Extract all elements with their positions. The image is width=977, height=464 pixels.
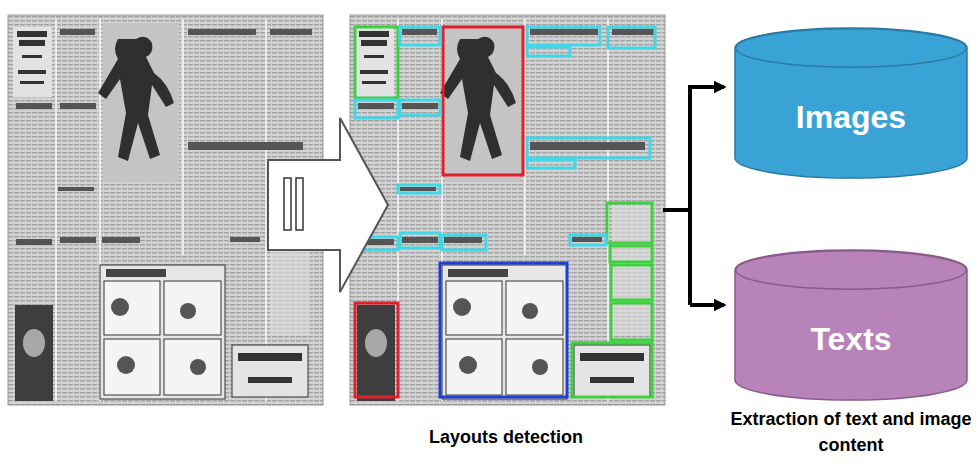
art-polygon [268,118,388,292]
art-rect [572,343,652,397]
art-path [690,85,724,89]
art-rect [398,185,440,193]
art-rect [355,100,398,118]
art-rect [400,27,440,45]
art-rect [440,263,567,397]
art-rect [611,303,652,340]
art-rect [527,27,600,45]
art-rect [400,100,440,115]
cylinder-side [735,28,967,178]
cylinder-side [735,250,967,400]
store-label: Images [796,99,906,136]
art-rect [443,27,523,175]
art-path [663,208,690,212]
art-group [355,27,652,397]
art-path [688,85,692,305]
art-rect [611,265,652,300]
database-cylinder: Texts [735,250,967,400]
art-rect [527,138,650,158]
cylinder-body: Images [735,68,967,166]
art-rect [355,303,398,397]
art-rect [355,27,398,98]
art-rect [607,203,652,243]
art-group [355,27,655,250]
caption-label: Extraction of text and image content [725,406,977,458]
layout-boxes [355,27,655,397]
art-rect [296,178,303,230]
process-arrow [268,118,388,292]
branch-connector [663,85,724,305]
cylinder-body: Texts [735,290,967,388]
database-cylinder: Images [735,28,967,178]
art-rect [527,47,570,56]
art-rect [400,233,440,248]
art-rect [527,160,575,168]
art-rect [610,246,652,262]
art-rect [442,235,486,250]
caption-label: Layouts detection [396,424,616,450]
cylinder-top [736,251,967,290]
art-rect [570,235,606,245]
cylinder-top [736,29,967,68]
art-path [690,303,724,307]
art-rect [608,27,655,48]
store-label: Texts [810,321,891,358]
newspaper-annotated [350,15,665,405]
art-rect [284,178,291,230]
